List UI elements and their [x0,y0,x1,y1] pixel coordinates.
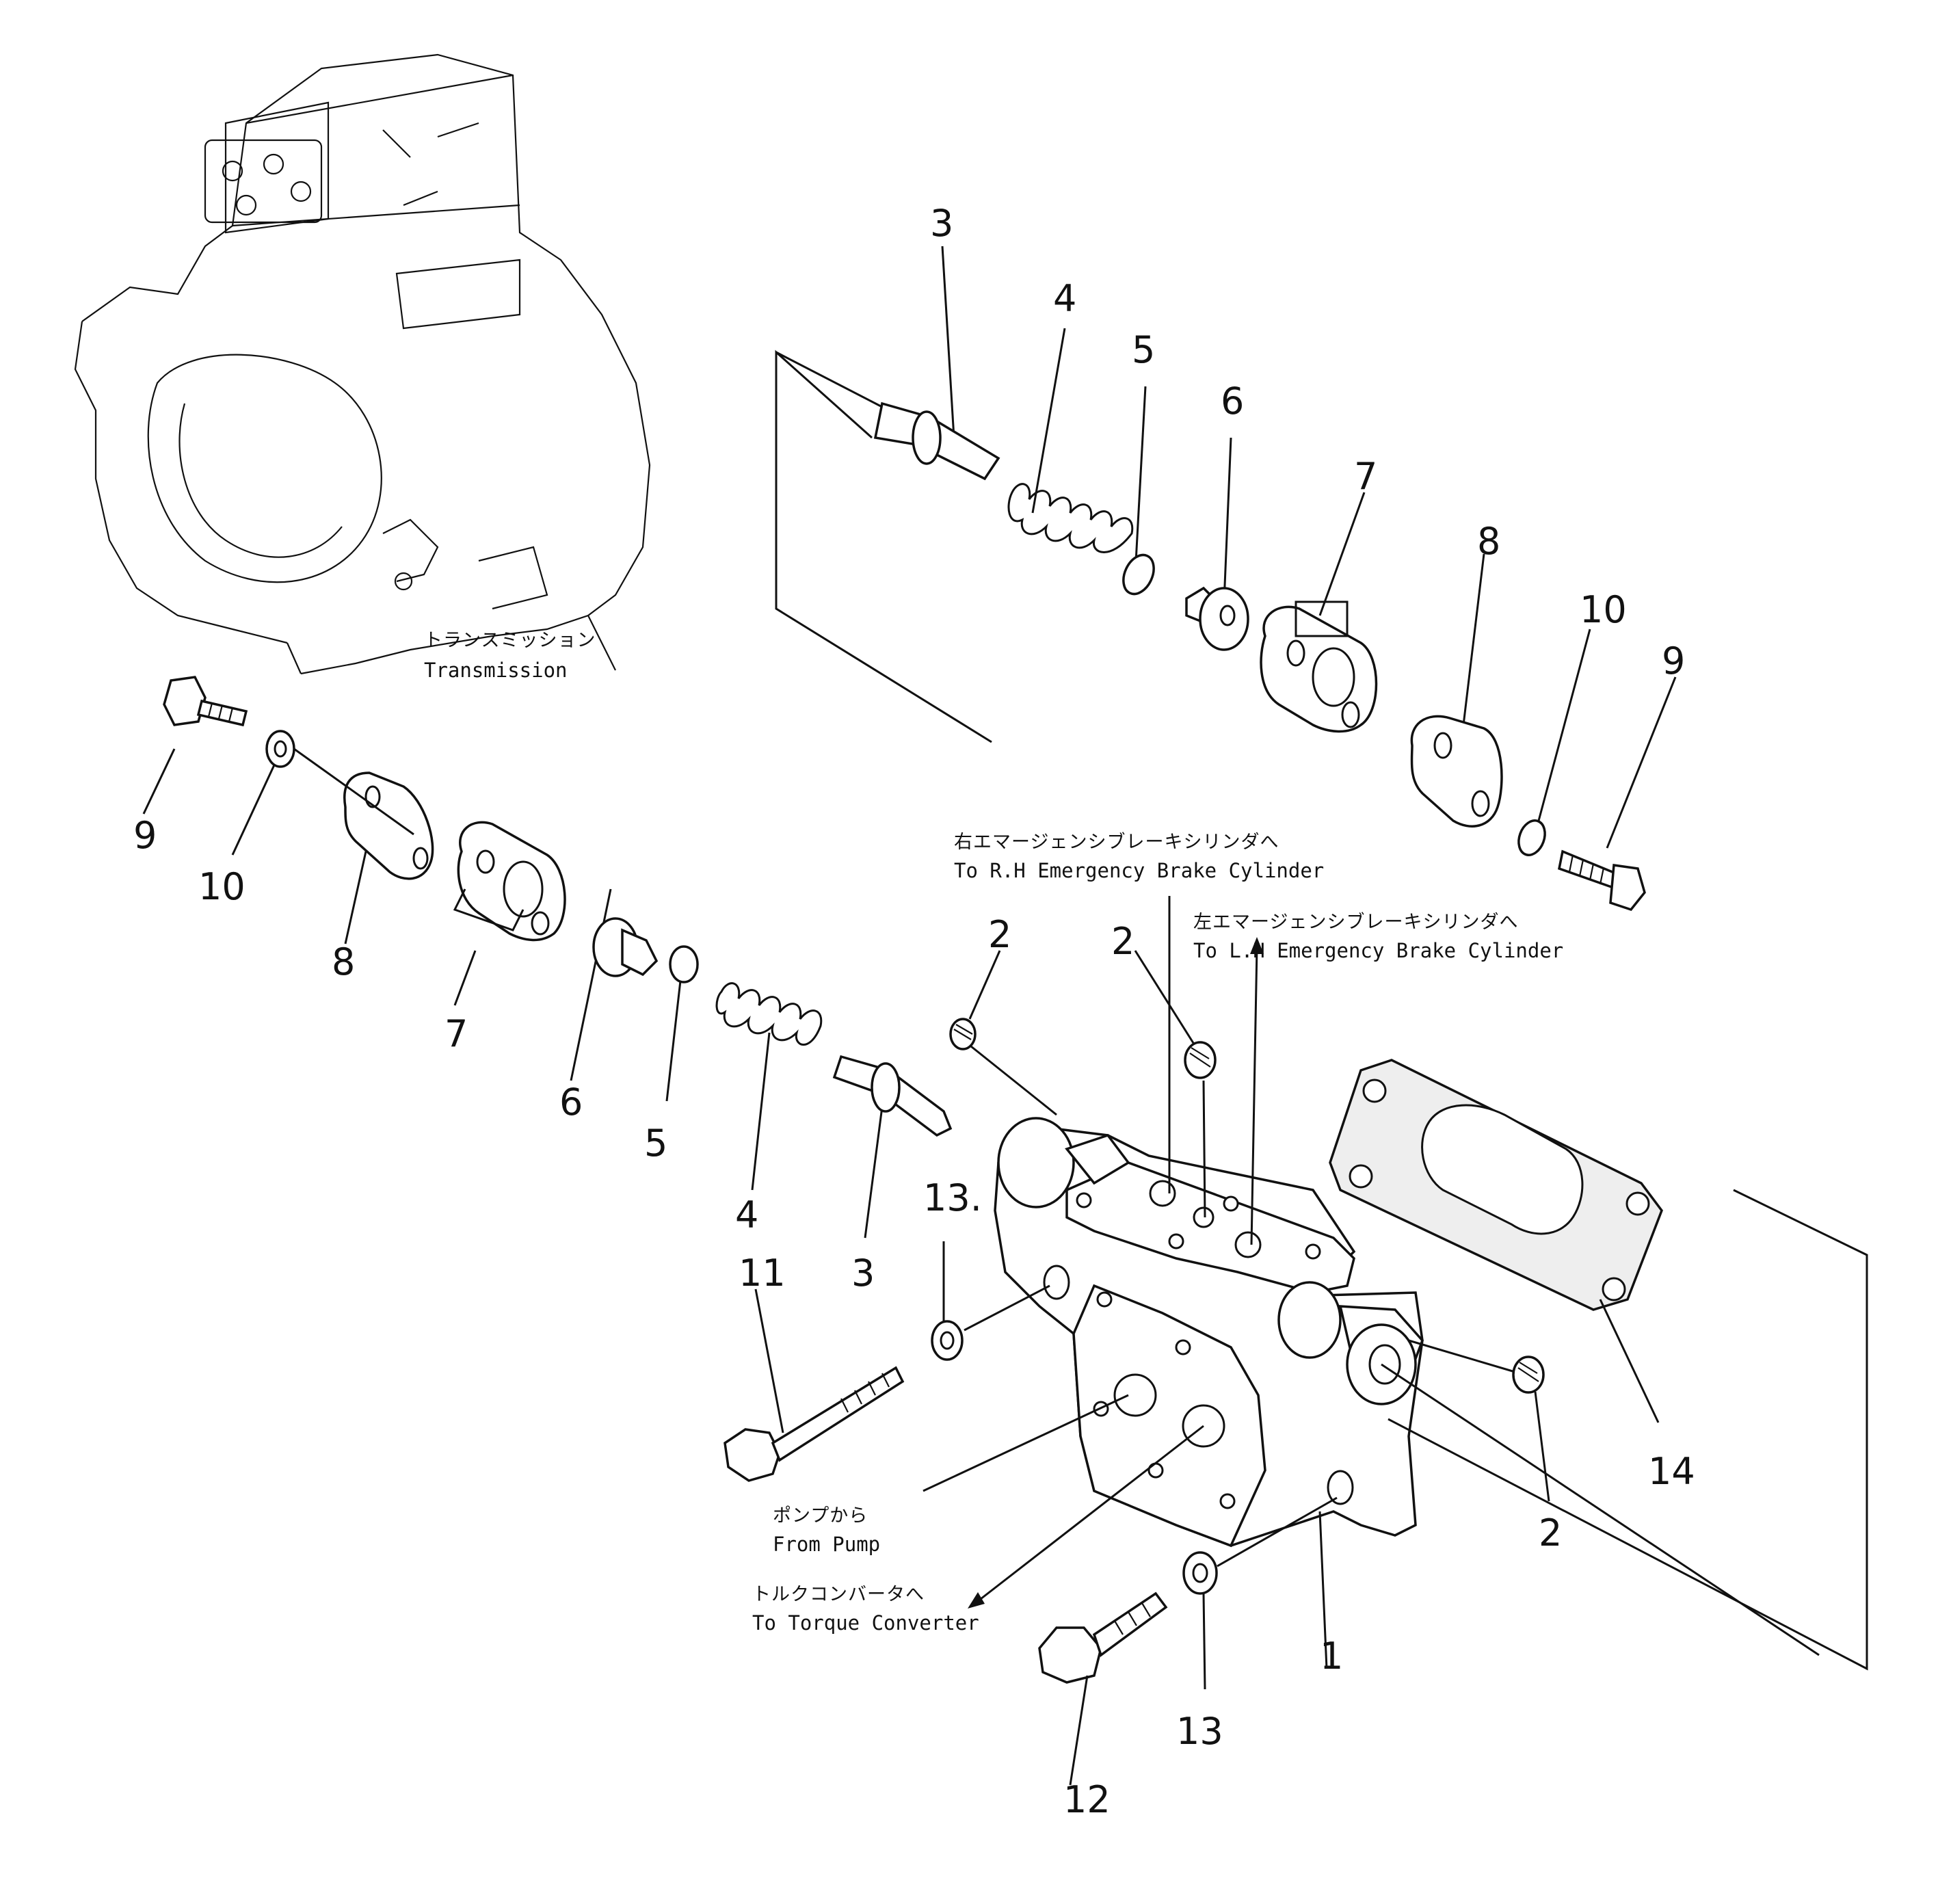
washer-part-13-b [1182,1496,1338,1595]
o-ring-part-5-left [669,945,699,983]
spool-part-3-left [832,1055,953,1137]
callout-2-b: 2 [1111,920,1134,963]
pump-label-jp: ポンプから [773,1505,868,1526]
rh-brake-label-en: To R.H Emergency Brake Cylinder [954,859,1324,882]
screw-part-2-c [1408,1339,1545,1394]
torque-label-jp: トルクコンバータへ [752,1584,925,1605]
callout-12: 12 [1063,1778,1111,1821]
plug-part-6-top [1185,586,1249,651]
callout-14: 14 [1648,1450,1695,1493]
transmission-label-jp: トランスミッション [424,630,596,651]
callout-8-top: 8 [1477,520,1500,563]
bolt-part-12 [1038,1591,1168,1786]
washer-part-10-left-hole [274,740,287,758]
callout-2-a: 2 [988,913,1011,956]
leader-part-2-c [1534,1391,1550,1502]
callout-10-top: 10 [1580,588,1627,631]
leader-part-2-b [1134,950,1195,1044]
flange-part-7-left [453,821,566,942]
top-leader-lines [941,246,1677,849]
callout-6-top: 6 [1221,380,1244,423]
callout-5-left: 5 [644,1122,667,1165]
callout-4-left: 4 [735,1193,758,1237]
bolt-part-11 [724,1288,905,1482]
leader-part-2-a [968,950,1001,1020]
washer-part-10-top [1517,819,1546,856]
callout-4-top: 4 [1053,277,1076,320]
callout-8-left: 8 [332,940,355,983]
screw-part-2-a [949,1018,1057,1116]
callout-13-b: 13 [1176,1710,1223,1753]
o-ring-part-5-top [1122,553,1155,596]
bolt-part-9-top [1557,849,1646,912]
transmission-housing [74,53,651,675]
callout-3-left: 3 [851,1252,875,1295]
cover-plate-part-8-left [293,748,434,880]
callout-3-top: 3 [930,202,953,245]
bolt-part-9-left [163,676,248,727]
reference-frame-top [775,349,992,743]
lh-brake-label-en: To L.H Emergency Brake Cylinder [1193,939,1563,962]
callout-5-top: 5 [1132,328,1155,371]
plug-part-6-left [592,917,659,977]
callout-6-left: 6 [559,1081,583,1124]
flow-lines [923,896,1820,1656]
callout-10-left: 10 [198,865,245,908]
spool-part-3-top [775,351,1000,481]
callout-2-c: 2 [1539,1511,1562,1555]
rh-brake-label-jp: 右エマージェンシブレーキシリンダへ [954,832,1279,853]
callout-11: 11 [739,1252,786,1295]
callout-9-left: 9 [133,814,157,857]
callout-7-left: 7 [444,1012,468,1055]
leader-part-1 [1318,1511,1328,1669]
flange-part-7-top [1260,600,1378,733]
transmission-label-en: Transmission [424,659,568,682]
spring-part-4-top [1007,483,1134,553]
washer-part-13-a [931,1241,1050,1361]
callout-13-a: 13. [923,1176,982,1219]
torque-label-en: To Torque Converter [752,1611,979,1635]
cover-plate-part-8-top [1410,715,1503,828]
reference-frame-right [1388,1189,1868,1671]
valve-body-part-1 [994,1117,1424,1548]
left-leader-lines [142,748,887,1239]
callout-1: 1 [1320,1635,1343,1678]
screw-part-2-b [1184,1041,1217,1218]
callout-9-top: 9 [1662,639,1685,683]
gasket-part-14 [1329,1059,1663,1423]
leader-part-13-b [1202,1593,1206,1690]
lh-brake-label-jp: 左エマージェンシブレーキシリンダへ [1193,912,1518,933]
pump-label-en: From Pump [773,1533,880,1556]
callout-7-top: 7 [1354,455,1377,498]
spring-part-4-left [715,982,823,1046]
